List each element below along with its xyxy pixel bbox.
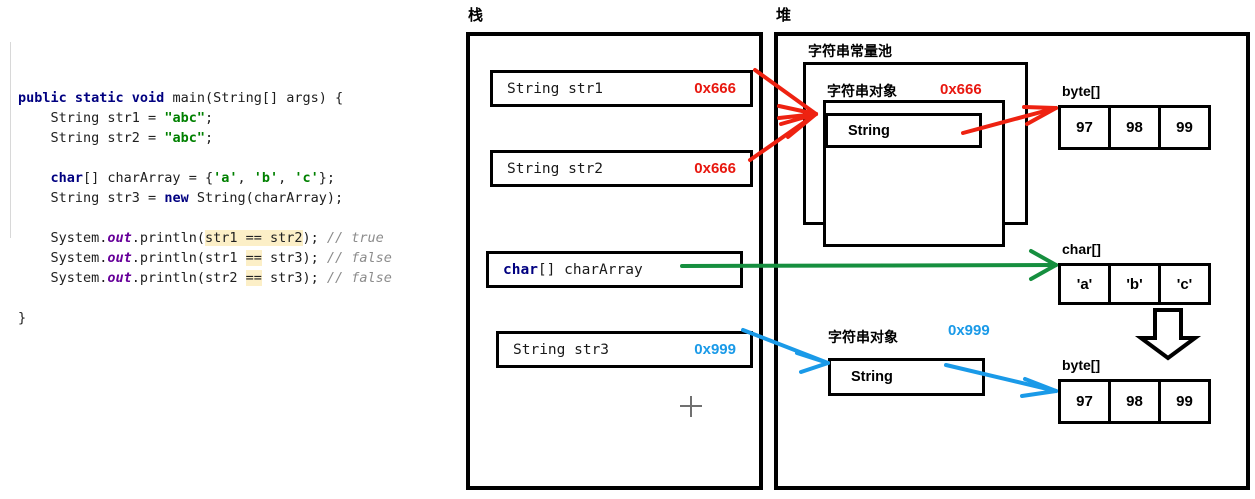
stack-frame-str3-address: 0x999 bbox=[694, 341, 736, 358]
code-token: }; bbox=[318, 170, 336, 186]
char-array-label: char[] bbox=[1062, 241, 1101, 257]
stack-frame-chararray[interactable]: char[] charArray bbox=[486, 251, 743, 288]
indent-guide bbox=[10, 42, 11, 238]
stack-frame-str2-name: String str2 bbox=[507, 160, 604, 177]
code-token: , bbox=[278, 170, 295, 186]
code-lines: public static void main(String[] args) {… bbox=[0, 88, 450, 328]
stack-frame-str1[interactable]: String str1 0x666 bbox=[490, 70, 753, 107]
char-array-cell-0: 'a' bbox=[1058, 263, 1111, 305]
pooled-string-object-inner[interactable]: String bbox=[825, 113, 982, 148]
code-line: char[] charArray = {'a', 'b', 'c'}; bbox=[0, 168, 450, 188]
code-token: str1 == str2 bbox=[204, 230, 303, 246]
code-line bbox=[0, 148, 450, 168]
new-string-object-title: 字符串对象 bbox=[828, 330, 898, 346]
byte-array-top: 97 98 99 bbox=[1058, 105, 1211, 150]
code-token: System. bbox=[18, 270, 108, 286]
code-token: char bbox=[50, 170, 84, 186]
code-token: // false bbox=[326, 250, 392, 266]
new-string-object-address: 0x999 bbox=[948, 322, 990, 339]
heap-title: 堆 bbox=[776, 6, 792, 24]
byte-array-top-label: byte[] bbox=[1062, 83, 1101, 99]
string-constant-pool-title: 字符串常量池 bbox=[808, 44, 892, 60]
code-token: String str3 = bbox=[18, 190, 165, 206]
stack-frame-str1-name: String str1 bbox=[507, 80, 604, 97]
pooled-string-object-address: 0x666 bbox=[940, 81, 982, 98]
code-token: out bbox=[107, 230, 132, 246]
stack-frame-chararray-rest: [] charArray bbox=[537, 261, 643, 278]
code-line: String str2 = "abc"; bbox=[0, 128, 450, 148]
code-token: String(charArray); bbox=[188, 190, 344, 206]
byte-array-top-cell-1: 98 bbox=[1108, 105, 1161, 150]
code-token: } bbox=[18, 310, 27, 326]
code-token: .println(str1 bbox=[131, 250, 246, 266]
code-token: out bbox=[107, 250, 132, 266]
stack-frame-str3-name: String str3 bbox=[513, 341, 610, 358]
code-token: .println(str2 bbox=[131, 270, 246, 286]
byte-array-bottom-cell-1: 98 bbox=[1108, 379, 1161, 424]
stack-frame-str1-address: 0x666 bbox=[694, 80, 736, 97]
code-token: String str2 = bbox=[18, 130, 165, 146]
code-token: System. bbox=[18, 250, 108, 266]
code-token: // false bbox=[326, 270, 392, 286]
stack-frame-chararray-label: char[] charArray bbox=[503, 262, 643, 278]
code-token: ; bbox=[204, 110, 214, 126]
char-array-cell-1: 'b' bbox=[1108, 263, 1161, 305]
code-token: "abc" bbox=[164, 110, 205, 126]
code-token: "abc" bbox=[164, 130, 205, 146]
code-line: String str1 = "abc"; bbox=[0, 108, 450, 128]
code-token: ); bbox=[302, 230, 327, 246]
code-token: String str1 = bbox=[18, 110, 165, 126]
code-token: main(String[] args) { bbox=[172, 90, 344, 106]
code-line: } bbox=[0, 308, 450, 328]
code-token: // true bbox=[326, 230, 384, 246]
char-array-cell-2: 'c' bbox=[1158, 263, 1211, 305]
code-token bbox=[18, 170, 51, 186]
code-line: String str3 = new String(charArray); bbox=[0, 188, 450, 208]
byte-array-top-cell-2: 99 bbox=[1158, 105, 1211, 150]
code-token: out bbox=[107, 270, 132, 286]
code-token: 'a' bbox=[213, 170, 238, 186]
stack-frame-chararray-keyword: char bbox=[503, 261, 538, 278]
code-token: == bbox=[245, 270, 262, 286]
code-token: str3); bbox=[261, 270, 327, 286]
stack-frame-str2[interactable]: String str2 0x666 bbox=[490, 150, 753, 187]
java-code-block: public static void main(String[] args) {… bbox=[0, 28, 450, 326]
pooled-string-object-title: 字符串对象 bbox=[827, 84, 897, 100]
byte-array-bottom: 97 98 99 bbox=[1058, 379, 1211, 424]
code-token: [] charArray = { bbox=[83, 170, 214, 186]
code-token: .println( bbox=[131, 230, 205, 246]
stack-title: 栈 bbox=[468, 6, 484, 24]
code-token: 'b' bbox=[253, 170, 279, 186]
char-array: 'a' 'b' 'c' bbox=[1058, 263, 1211, 305]
code-token: 'c' bbox=[294, 170, 319, 186]
code-token: ; bbox=[204, 130, 214, 146]
code-token: new bbox=[164, 190, 189, 206]
code-line: System.out.println(str1 == str2); // tru… bbox=[0, 228, 450, 248]
byte-array-bottom-cell-0: 97 bbox=[1058, 379, 1111, 424]
byte-array-bottom-cell-2: 99 bbox=[1158, 379, 1211, 424]
stack-frame-str2-address: 0x666 bbox=[694, 160, 736, 177]
new-string-object-inner[interactable]: String bbox=[828, 358, 985, 396]
byte-array-top-cell-0: 97 bbox=[1058, 105, 1111, 150]
code-line: System.out.println(str2 == str3); // fal… bbox=[0, 268, 450, 288]
code-line: public static void main(String[] args) { bbox=[0, 88, 450, 108]
code-token: , bbox=[237, 170, 254, 186]
code-line bbox=[0, 208, 450, 228]
code-token: == bbox=[245, 250, 262, 266]
byte-array-bottom-label: byte[] bbox=[1062, 357, 1101, 373]
code-line bbox=[0, 288, 450, 308]
code-token: System. bbox=[18, 230, 108, 246]
code-line: System.out.println(str1 == str3); // fal… bbox=[0, 248, 450, 268]
code-token: public static void bbox=[18, 90, 173, 106]
code-token: str3); bbox=[261, 250, 327, 266]
stack-frame-str3[interactable]: String str3 0x999 bbox=[496, 331, 753, 368]
